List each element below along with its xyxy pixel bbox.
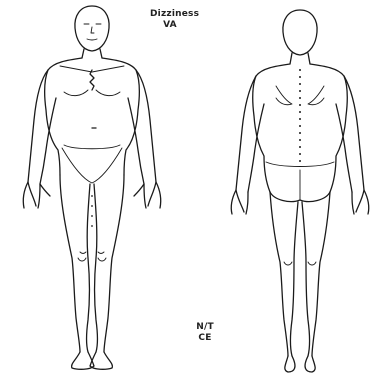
back-left-hand — [231, 190, 248, 214]
front-sternum-marks — [90, 70, 94, 90]
front-body-figure — [23, 6, 161, 369]
annotation-va: VA — [150, 20, 190, 30]
back-left-foot — [285, 356, 295, 372]
front-right-arm-inner — [128, 98, 144, 184]
back-body-figure — [231, 10, 369, 372]
annotation-nt: N/T — [190, 322, 220, 332]
front-hip-line — [64, 145, 120, 149]
front-mouth — [87, 39, 97, 40]
back-spine-dots — [299, 69, 301, 162]
annotation-dizziness: Dizziness — [150, 9, 190, 19]
front-leg-marks — [91, 195, 93, 227]
front-right-knee — [98, 252, 106, 261]
back-right-hand — [352, 190, 369, 214]
annotation-ce: CE — [190, 333, 220, 343]
front-nose — [91, 27, 94, 33]
back-right-foot — [305, 356, 315, 372]
front-right-leg-inner — [94, 184, 98, 352]
front-left-leg-inner — [87, 184, 91, 352]
back-waist-line — [266, 162, 334, 167]
front-right-hand — [134, 182, 161, 208]
back-right-leg-outer — [312, 192, 330, 356]
back-right-scapula — [308, 86, 324, 105]
back-left-scapula — [276, 86, 292, 105]
front-left-knee — [78, 252, 86, 261]
front-left-pec — [64, 90, 88, 96]
front-left-arm-inner — [40, 98, 56, 184]
front-left-hand — [23, 182, 50, 208]
front-torso-right — [102, 58, 139, 175]
front-right-leg-outer — [104, 175, 124, 352]
back-left-arm-inner — [248, 104, 264, 192]
back-right-leg-inner — [302, 202, 310, 356]
back-right-knee-mark — [308, 262, 316, 265]
front-groin — [62, 148, 122, 183]
back-left-leg-outer — [270, 192, 288, 356]
front-right-pec — [96, 90, 120, 96]
back-right-arm-inner — [336, 104, 352, 192]
back-head — [283, 10, 317, 55]
front-torso-left — [45, 58, 82, 175]
back-left-leg-inner — [291, 202, 299, 356]
front-left-leg-outer — [60, 175, 80, 352]
back-left-knee-mark — [284, 262, 292, 265]
